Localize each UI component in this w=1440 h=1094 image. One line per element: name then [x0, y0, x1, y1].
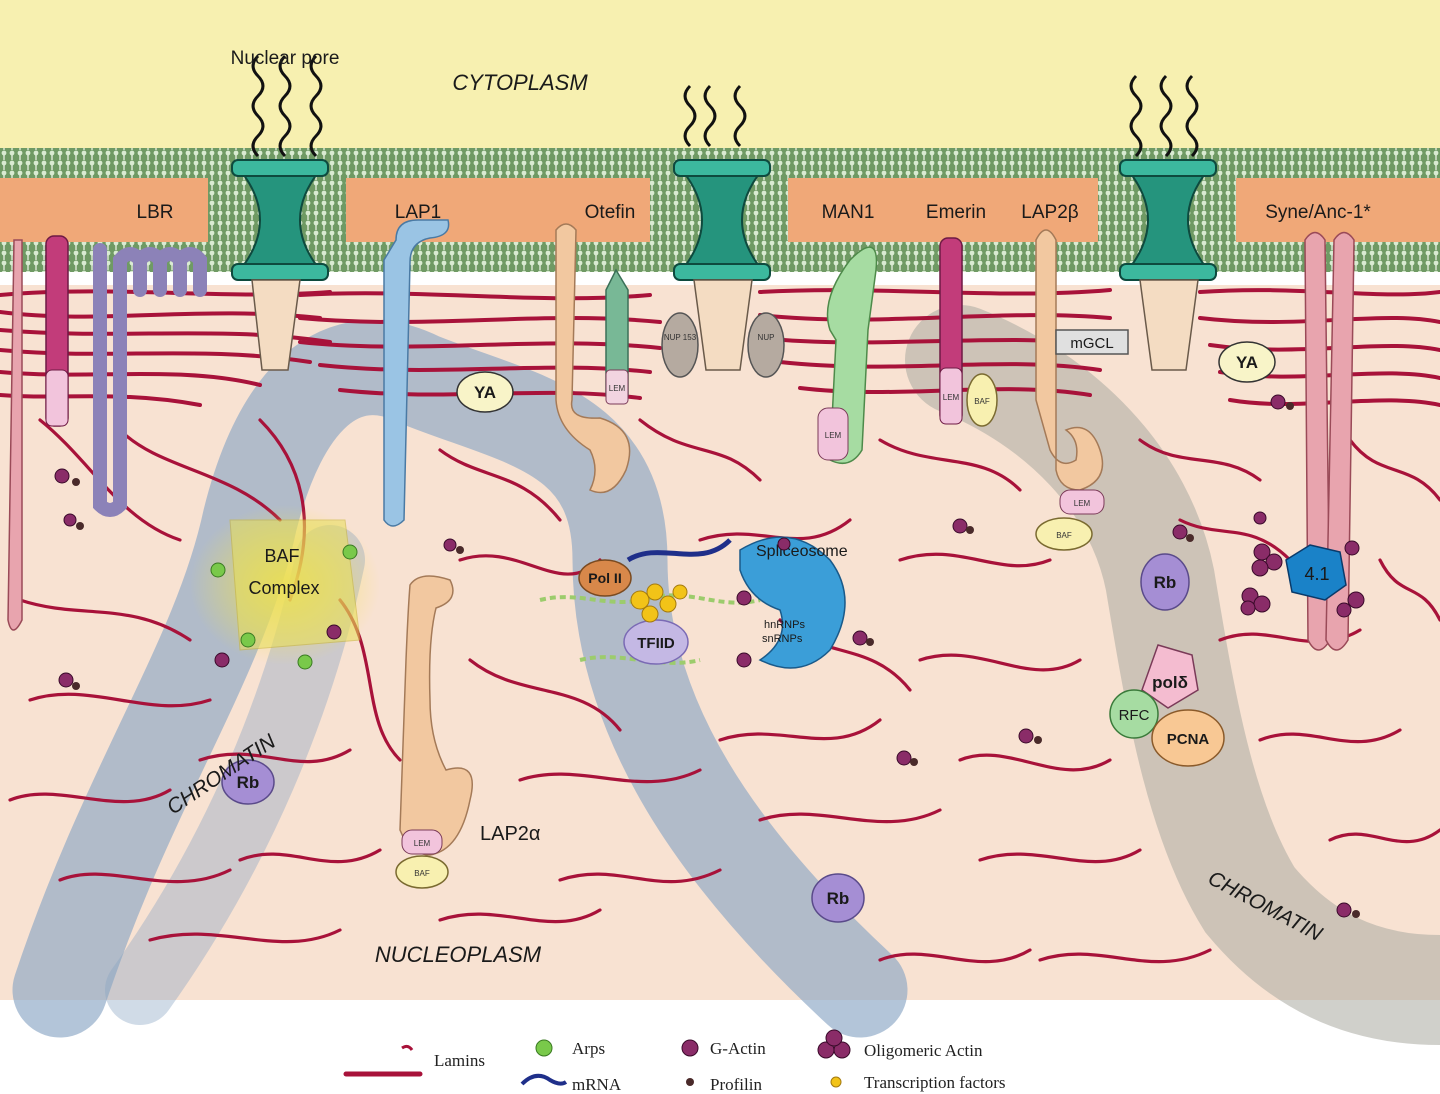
protein-4-1-label: 4.1 — [1304, 564, 1329, 584]
nuclear-pore-2: NUP 153 NUP — [661, 84, 785, 378]
legend: Lamins Arps mRNA G-Actin Profilin Oligom… — [343, 1029, 1006, 1094]
nuclear-pore-3 — [1119, 74, 1217, 371]
nuclear-pore-label: Nuclear pore — [231, 48, 340, 69]
emerin-label: Emerin — [926, 202, 986, 223]
svg-text:Rb: Rb — [827, 889, 850, 908]
lem-label-man1: LEM — [825, 431, 842, 440]
mgcl-label: mGCL — [1070, 335, 1113, 352]
svg-text:Transcription factors: Transcription factors — [864, 1073, 1006, 1092]
lamin-filaments — [8, 418, 1440, 964]
nup153-label-left: NUP 153 — [664, 333, 697, 342]
emerin-protein: LEM BAF — [939, 237, 998, 427]
rfc-label: RFC — [1119, 707, 1150, 724]
svg-text:Rb: Rb — [1154, 573, 1177, 592]
snrnps-label: snRNPs — [762, 633, 803, 645]
nup-label-right: NUP — [758, 333, 775, 342]
lap2b-protein: LEM BAF mGCL — [1035, 229, 1129, 551]
cytoplasm-label: CYTOPLASM — [452, 70, 588, 95]
svg-text:Profilin: Profilin — [710, 1075, 762, 1094]
lem-label-emerin: LEM — [943, 393, 960, 402]
lem-label-lap2b: LEM — [1074, 499, 1091, 508]
svg-text:Rb: Rb — [237, 773, 260, 792]
ya-badge-right: YA — [1218, 341, 1276, 383]
oligomeric-actin-clusters — [1240, 540, 1365, 618]
pol2-label: Pol II — [588, 570, 621, 586]
svg-text:Oligomeric Actin: Oligomeric Actin — [864, 1041, 983, 1060]
syne-label: Syne/Anc-1* — [1265, 202, 1371, 223]
lap1-protein — [383, 219, 450, 527]
svg-text:YA: YA — [474, 383, 496, 402]
lbr-label: LBR — [137, 202, 174, 223]
svg-text:G-Actin: G-Actin — [710, 1039, 766, 1058]
legend-gactin: G-Actin — [681, 1039, 766, 1058]
nucleoplasm-label: NUCLEOPLASM — [375, 942, 542, 967]
baf-label-lap2a: BAF — [414, 869, 430, 878]
legend-lamins: Lamins — [343, 1044, 485, 1077]
rb-protein-left: Rb — [221, 759, 275, 805]
ya-badge-left: YA — [456, 371, 514, 413]
hnrnps-label: hnRNPs — [764, 619, 805, 631]
legend-mrna: mRNA — [520, 1073, 622, 1094]
legend-transcription-factors: Transcription factors — [830, 1073, 1006, 1092]
lap2a-label: LAP2α — [480, 823, 541, 845]
legend-oligomeric-actin: Oligomeric Actin — [817, 1029, 983, 1060]
otefin-protein: LEM — [555, 223, 631, 494]
pold-label: polδ — [1152, 673, 1188, 692]
svg-text:YA: YA — [1236, 353, 1258, 372]
lem-label-otefin: LEM — [609, 384, 626, 393]
lap2a-protein: LEM BAF — [395, 575, 473, 889]
svg-text:Lamins: Lamins — [434, 1051, 485, 1070]
rb-protein-center: Rb — [811, 873, 865, 923]
baf-label-lap2b: BAF — [1056, 531, 1072, 540]
protein-4-1: 4.1 — [1285, 544, 1347, 601]
man1-label: MAN1 — [822, 202, 875, 223]
tfiid-label: TFIID — [637, 635, 675, 652]
spliceosome-label: Spliceosome — [756, 543, 848, 560]
man1-protein: LEM — [817, 246, 878, 465]
profilin-molecules — [72, 402, 1360, 918]
lbr-protein — [93, 243, 207, 517]
pcna-label: PCNA — [1167, 731, 1210, 748]
g-actin-molecules — [54, 394, 1352, 918]
left-membrane-protein — [7, 235, 69, 631]
transcription-complex: TFIID Pol II — [539, 538, 761, 665]
rb-protein-right: Rb — [1140, 553, 1190, 611]
nuclear-pore-1 — [231, 54, 329, 371]
replication-complex: polδ RFC PCNA — [1109, 644, 1225, 767]
lem-label-lap2a: LEM — [414, 839, 431, 848]
svg-text:mRNA: mRNA — [572, 1075, 622, 1094]
svg-text:Arps: Arps — [572, 1039, 605, 1058]
spliceosome: Spliceosome hnRNPs snRNPs — [739, 536, 848, 669]
legend-profilin: Profilin — [686, 1075, 762, 1094]
baf-complex-label-2: Complex — [248, 578, 319, 598]
baf-complex-label-1: BAF — [264, 546, 299, 566]
cytoplasm-region — [0, 0, 1440, 160]
otefin-label: Otefin — [585, 202, 636, 223]
baf-label-emerin: BAF — [974, 397, 990, 406]
lap2b-label: LAP2β — [1021, 202, 1078, 223]
legend-arps: Arps — [535, 1039, 605, 1058]
lap1-label: LAP1 — [395, 202, 441, 223]
